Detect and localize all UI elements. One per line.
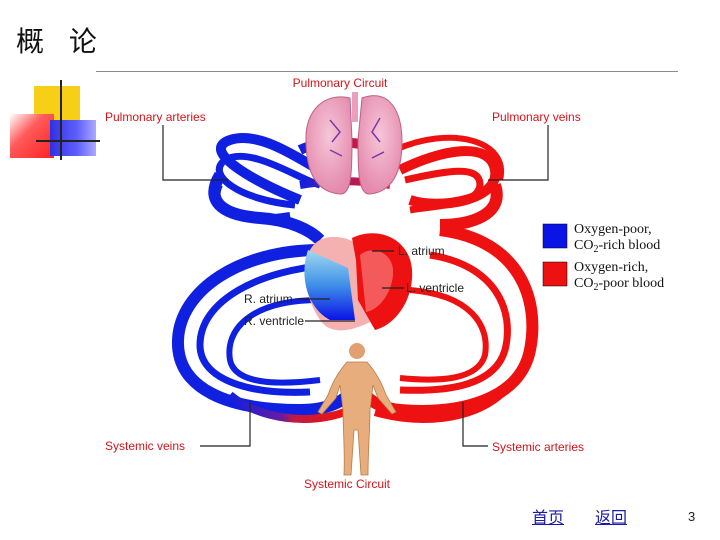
pulmonary-arteries-label: Pulmonary arteries [105, 110, 206, 124]
systemic-arteries-label: Systemic arteries [492, 440, 584, 454]
l-atrium-label: L. atrium [398, 244, 445, 258]
lungs-illustration [305, 92, 403, 195]
legend-swatch-oxygen-rich [542, 261, 568, 287]
r-atrium-label: R. atrium [244, 292, 293, 306]
back-link[interactable]: 返回 [595, 508, 628, 527]
decor-red-square [10, 114, 54, 158]
heart-illustration [304, 233, 413, 331]
legend-swatch-oxygen-poor [542, 223, 568, 249]
home-link[interactable]: 首页 [532, 508, 565, 527]
decor-horizontal-line [36, 140, 100, 142]
legend: Oxygen-poor, CO2-rich blood Oxygen-rich,… [542, 222, 664, 293]
decor-vertical-line [60, 80, 62, 160]
pulmonary-circuit-label: Pulmonary Circuit [293, 76, 388, 90]
l-ventricle-label: L. ventricle [406, 281, 464, 295]
label-leaders [162, 125, 549, 447]
legend-oxygen-poor-line2: CO2-rich blood [574, 238, 660, 255]
systemic-circuit-label: Systemic Circuit [304, 477, 391, 491]
slide-title: 概 论 [16, 25, 105, 58]
systemic-veins-label: Systemic veins [105, 439, 185, 453]
human-figure-illustration [317, 343, 397, 476]
legend-oxygen-poor-line1: Oxygen-poor, [574, 222, 652, 237]
decor-blue-square [50, 120, 96, 156]
pulmonary-veins-label: Pulmonary veins [492, 110, 581, 124]
legend-oxygen-rich-line2: CO2-poor blood [574, 276, 664, 293]
legend-oxygen-rich-line1: Oxygen-rich, [574, 260, 648, 275]
r-ventricle-label: R. ventricle [244, 314, 304, 328]
page-number: 3 [688, 509, 696, 524]
title-divider [96, 71, 678, 72]
